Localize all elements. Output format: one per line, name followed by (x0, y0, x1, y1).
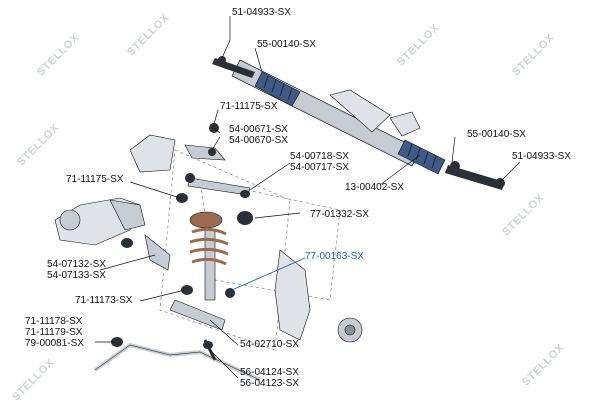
label-bushing-upper-1: 71-11175-SX (220, 101, 278, 112)
label-upper-arm-front: 54-00671-SX (229, 124, 288, 135)
label-control-arm-lower: 54-02710-SX (240, 339, 299, 350)
label-upper-arm-2b: 54-00717-SX (290, 162, 349, 173)
label-rack-boot-left: 55-00140-SX (257, 39, 316, 50)
label-bushing-lower: 71-11173-SX (75, 295, 133, 306)
label-tie-rod-end-left-top: 51-04933-SX (232, 7, 291, 18)
label-lower-arm-b: 54-07133-SX (47, 270, 106, 281)
label-rack-boot-right: 55-00140-SX (467, 129, 526, 140)
label-upper-arm-2a: 54-00718-SX (290, 151, 349, 162)
label-strut-bearing-highlight: 77-00163-SX (305, 251, 364, 262)
label-lower-arm-a: 54-07132-SX (47, 259, 106, 270)
label-tie-rod-inner: 13-00402-SX (345, 182, 404, 193)
label-tie-rod-end-right: 51-04933-SX (512, 151, 571, 162)
subframe (54, 197, 146, 246)
label-bushing-b: 71-11179-SX (25, 327, 83, 338)
strut-assembly (189, 211, 229, 301)
label-bushing-left: 71-11175-SX (66, 174, 124, 185)
label-upper-arm-rear: 54-00670-SX (229, 135, 288, 146)
label-strut-mount: 77-01332-SX (310, 209, 369, 220)
highlight-leader (231, 257, 306, 291)
bushings (111, 123, 253, 349)
leader-lines (95, 16, 521, 379)
lower-arm (144, 234, 226, 331)
rack-boot-right (397, 139, 446, 175)
label-stabilizer-link: 79-00081-SX (25, 338, 84, 349)
label-stab-link-b: 56-04123-SX (240, 378, 299, 389)
label-bushing-a: 71-11178-SX (25, 316, 83, 327)
knuckle-hub (274, 249, 363, 343)
label-stab-link-a: 56-04124-SX (240, 367, 299, 378)
tie-rod-ends (212, 56, 505, 190)
rack-boot-left (254, 71, 301, 107)
